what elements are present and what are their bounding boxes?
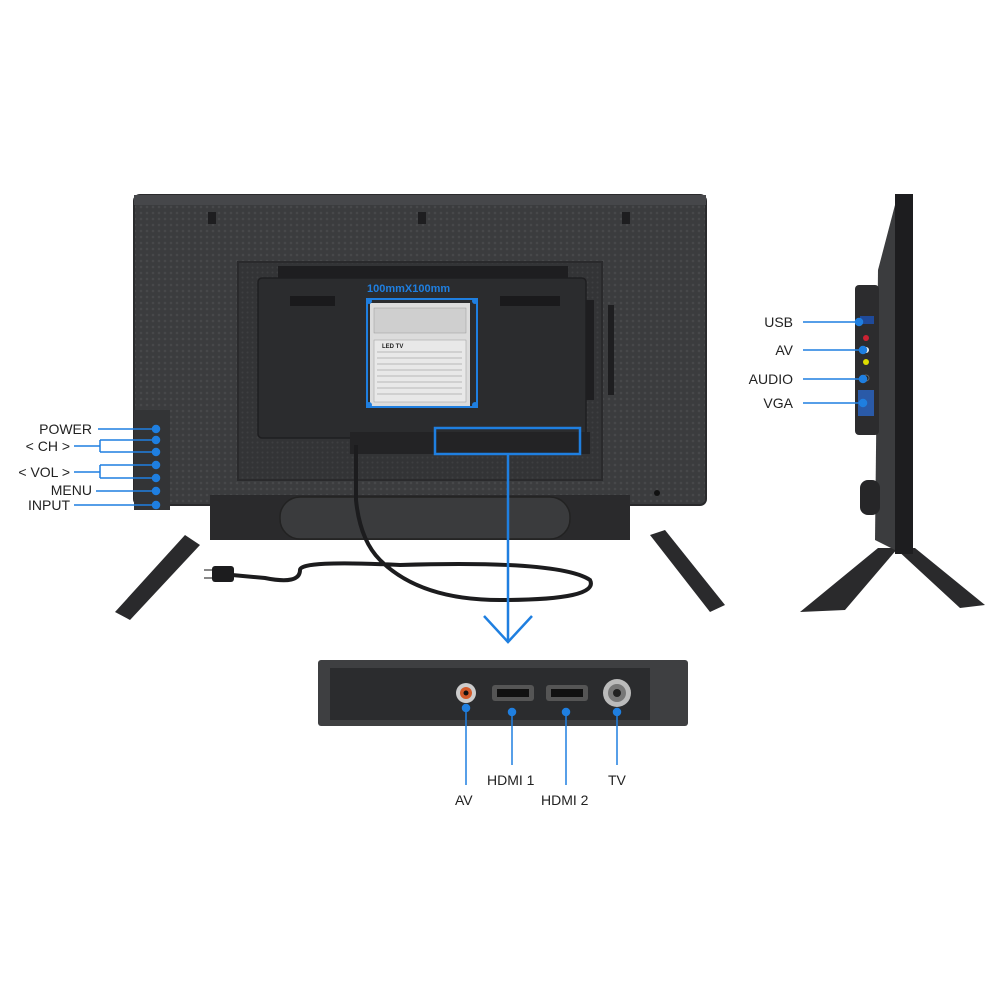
port-label-hdmi2: HDMI 2	[541, 792, 589, 808]
side-bezel	[895, 194, 913, 554]
zoom-arrow	[483, 454, 533, 644]
side-label-usb: USB	[764, 314, 793, 330]
control-label-menu: MENU	[50, 482, 92, 498]
control-label-vol: < VOL >	[18, 464, 70, 480]
port-label-tv: TV	[608, 772, 626, 788]
plate-title: LED TV	[382, 344, 403, 350]
side-housing	[875, 205, 895, 550]
vesa-mount-outline	[366, 298, 478, 408]
side-label-audio: AUDIO	[748, 371, 793, 387]
power-plug	[212, 566, 234, 582]
zoomed-port-panel	[318, 660, 688, 726]
control-side	[134, 410, 170, 510]
tv-rear-view: LED TV	[115, 194, 725, 620]
bottom-port-leaders	[461, 703, 622, 785]
tv-side-view	[800, 194, 985, 612]
control-label-power: POWER	[39, 421, 92, 437]
control-label-input: INPUT	[28, 497, 70, 513]
tv-top-edge	[134, 195, 706, 205]
stand-bar	[279, 496, 571, 540]
top-vent	[278, 266, 568, 278]
left-leg	[115, 535, 200, 620]
port-label-hdmi1: HDMI 1	[487, 772, 535, 788]
port-label-av: AV	[455, 792, 473, 808]
side-label-vga: VGA	[763, 395, 793, 411]
side-label-av: AV	[775, 342, 793, 358]
power-cord	[231, 445, 593, 603]
panel-inner	[330, 668, 650, 720]
right-leg	[650, 530, 725, 612]
control-label-ch: < CH >	[25, 438, 70, 454]
vesa-mount-label: 100mmX100mm	[367, 283, 451, 295]
side-port-leaders	[803, 317, 868, 408]
control-leaders	[74, 424, 161, 510]
